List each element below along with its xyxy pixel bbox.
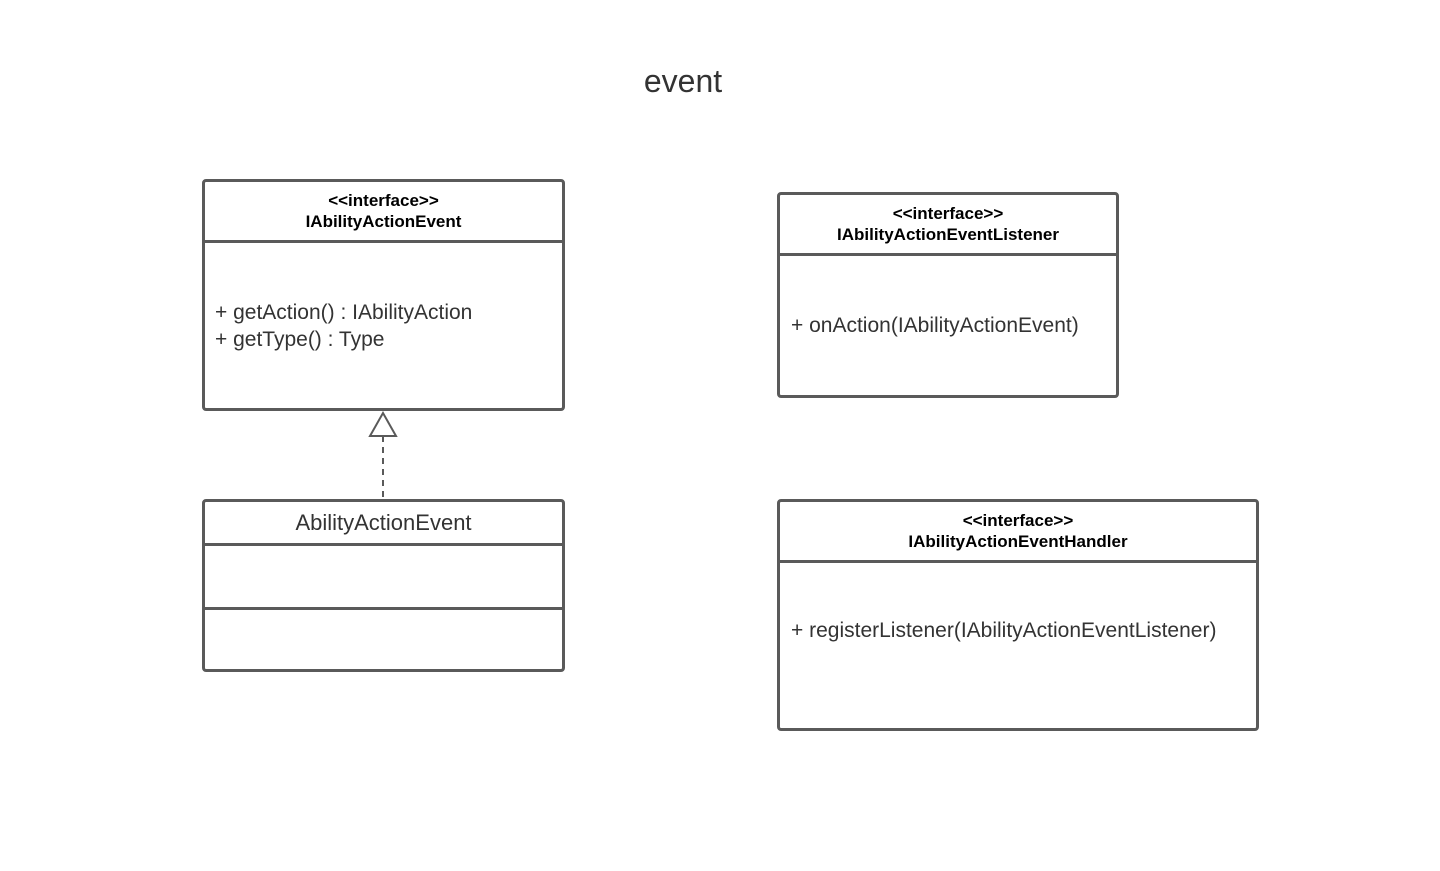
methods-compartment: + getAction() : IAbilityAction + getType… xyxy=(205,243,562,408)
method-get-type: + getType() : Type xyxy=(215,327,385,351)
iabilityactioneventlistener-interface-box[interactable]: <<interface>> IAbilityActionEventListene… xyxy=(777,192,1119,398)
class-header: <<interface>> IAbilityActionEventListene… xyxy=(780,195,1116,256)
stereotype-label: <<interface>> xyxy=(328,191,439,210)
iabilityactioneventhandler-interface-box[interactable]: <<interface>> IAbilityActionEventHandler… xyxy=(777,499,1259,731)
methods-compartment: + onAction(IAbilityActionEvent) xyxy=(780,256,1116,395)
class-header: AbilityActionEvent xyxy=(205,502,562,546)
iabilityactionevent-interface-box[interactable]: <<interface>> IAbilityActionEvent + getA… xyxy=(202,179,565,411)
class-name: AbilityActionEvent xyxy=(295,509,472,535)
class-header: <<interface>> IAbilityActionEvent xyxy=(205,182,562,243)
stereotype-label: <<interface>> xyxy=(962,511,1074,530)
interface-name: IAbilityActionEventHandler xyxy=(908,532,1128,551)
interface-name: IAbilityActionEvent xyxy=(305,212,462,231)
method-get-action: + getAction() : IAbilityAction xyxy=(215,300,473,324)
hollow-triangle-arrowhead xyxy=(368,410,398,437)
attributes-compartment xyxy=(205,546,562,610)
diagram-title: event xyxy=(643,63,723,99)
realization-connector[interactable] xyxy=(368,410,398,499)
method-on-action: + onAction(IAbilityActionEvent) xyxy=(791,314,1079,337)
class-header: <<interface>> IAbilityActionEventHandler xyxy=(780,502,1256,563)
methods-compartment: + registerListener(IAbilityActionEventLi… xyxy=(780,563,1256,728)
interface-name: IAbilityActionEventListener xyxy=(837,225,1059,244)
stereotype-label: <<interface>> xyxy=(892,204,1004,223)
method-register-listener: + registerListener(IAbilityActionEventLi… xyxy=(791,619,1217,642)
abilityactionevent-class-box[interactable]: AbilityActionEvent xyxy=(202,499,565,672)
